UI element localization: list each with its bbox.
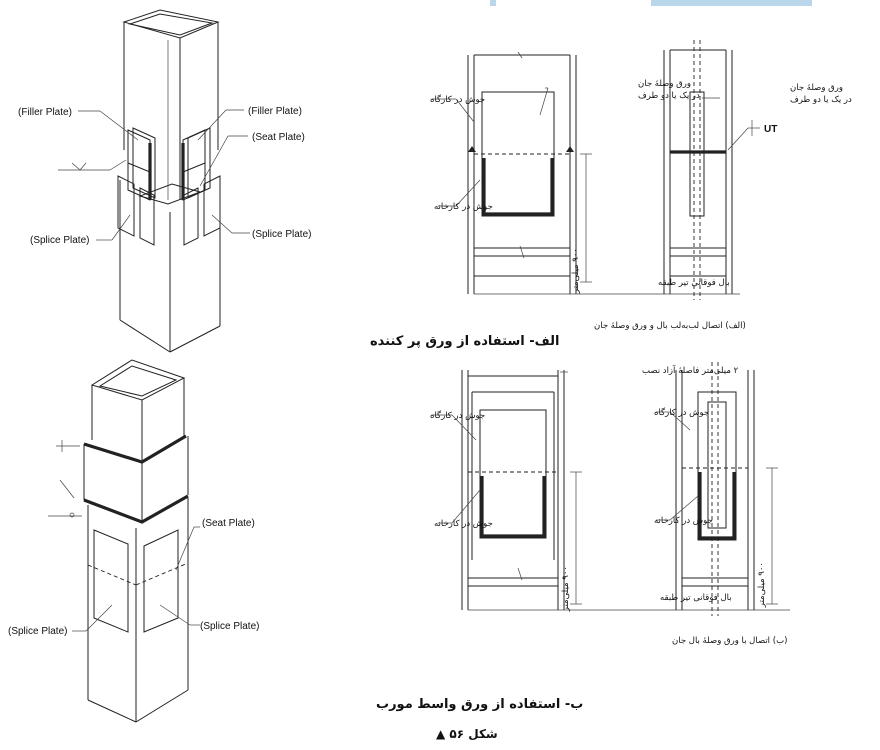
caption-be-isometric: ب- استفاده از ورق واسط مورب [376, 697, 583, 712]
panel-b-site-weld-right: جوش در کارگاه [654, 407, 709, 418]
label-splice-right-top: (Splice Plate) [252, 229, 311, 240]
panel-a-ut-label: UT [764, 124, 777, 135]
label-splice-right-bottom: (Splice Plate) [200, 621, 259, 632]
panel-a-caption: (الف) اتصال لب‌به‌لب بال و ورق وصلهٔ جان [594, 321, 746, 331]
iso-filler-plate-drawing [58, 9, 250, 353]
panel-b-caption: (ب) اتصال با ورق وصلهٔ بال جان [672, 636, 787, 646]
panel-b-dimension-right: ۹۰۰ میلی‌متر [757, 562, 767, 608]
panel-b-site-weld-left: جوش در کارگاه [430, 410, 485, 421]
label-seat-bottom: (Seat Plate) [202, 518, 255, 529]
panel-b-drawing [432, 362, 790, 616]
iso-slanted-plate-drawing [48, 359, 200, 723]
panel-b-gap-note: ۲ میلی‌متر فاصلهٔ آزاد نصب [642, 364, 739, 376]
panel-a-drawing [432, 40, 760, 300]
panel-a-beam-flange: بال فوقانی تیر طبقه [658, 278, 730, 288]
panel-b-beam-flange: بال فوقانی تیر طبقه [660, 593, 732, 603]
header-bar-right [651, 0, 812, 6]
label-splice-left-bottom: (Splice Plate) [8, 626, 67, 637]
panel-b-dimension-left: ۹۰۰ میلی‌متر [561, 566, 571, 612]
header-bar-left [490, 0, 496, 6]
panel-b-shop-weld-left: جوش در کارخانه [434, 519, 493, 529]
label-seat-top: (Seat Plate) [252, 132, 305, 143]
panel-b-shop-weld-right: جوش در کارخانه [654, 516, 713, 526]
panel-a-right-note-1: ورق وصلهٔ جان [790, 83, 843, 93]
label-filler-left: (Filler Plate) [18, 107, 72, 118]
panel-a-shop-weld: جوش در کارخانه [434, 202, 493, 212]
panel-a-dimension: ۹۰۰ میلی‌متر [571, 248, 581, 294]
panel-a-right-note-2: در یک یا دو طرف [790, 95, 852, 105]
label-splice-left-top: (Splice Plate) [30, 235, 89, 246]
panel-a-web-plate-note-1: ورق وصلهٔ جان [638, 79, 691, 89]
panel-a-web-plate-note-2: در یک یا دو طرف [638, 91, 700, 101]
caption-alef-isometric: الف- استفاده از ورق پر کننده [370, 334, 559, 349]
figure-caption: شکل ۵۶ ▲ [436, 727, 498, 741]
label-filler-right: (Filler Plate) [248, 106, 302, 117]
panel-a-site-weld: جوش در کارگاه [430, 94, 485, 105]
